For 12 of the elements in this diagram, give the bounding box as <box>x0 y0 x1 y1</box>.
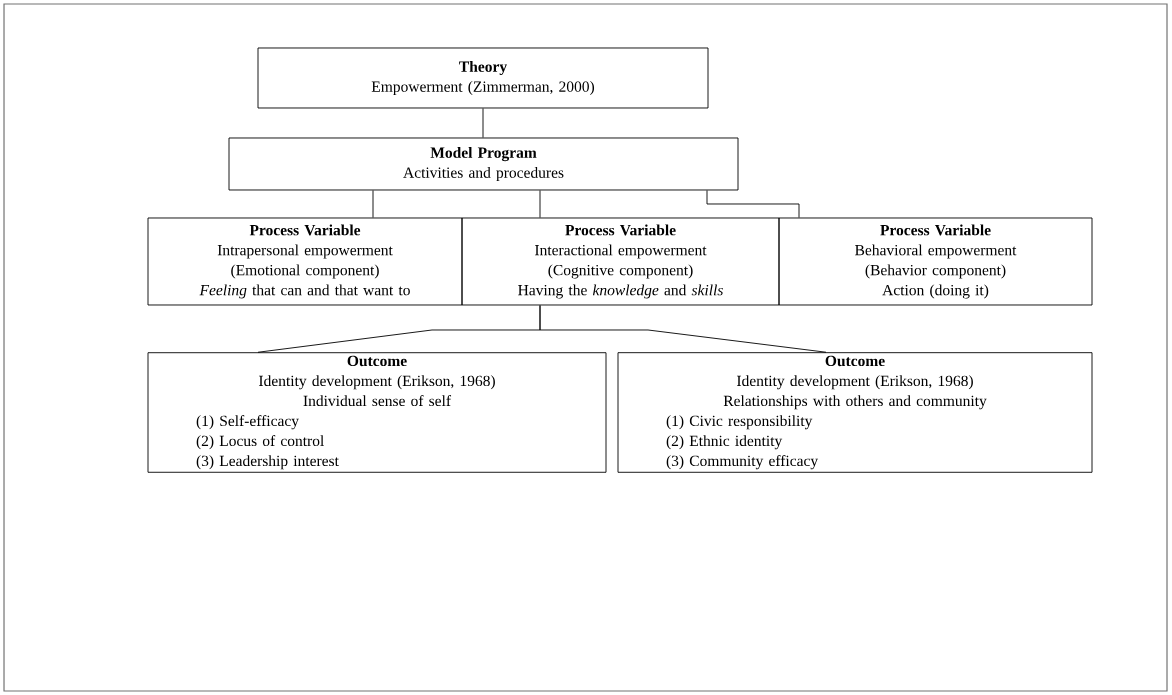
text-box: Process Variable Interactional empowerment (Cognitive component) Having the knowledge and skills <box>461 217 780 306</box>
connector-line <box>372 190 374 218</box>
connector-line <box>482 108 484 138</box>
connector-line <box>539 305 827 353</box>
text-box: Outcome Identity development (Erikson, 1968) Relationships with others and community (1) Civic responsibility (2) Ethnic identity (3) Community efficacy <box>617 352 1093 473</box>
text-box: Theory Empowerment (Zimmerman, 2000) <box>257 47 709 109</box>
connector-line <box>706 190 800 218</box>
text-box: Model Program Activities and procedures <box>228 137 739 191</box>
text-box: Process Variable Behavioral empowerment (Behavior component) Action (doing it) <box>778 217 1093 306</box>
text-box: Process Variable Intrapersonal empowerment (Emotional component) Feeling that can and that want to <box>147 217 463 306</box>
connector-line <box>539 190 541 218</box>
text-box: Outcome Identity development (Erikson, 1968) Individual sense of self (1) Self-efficacy (2) Locus of control (3) Leadership interest <box>147 352 607 473</box>
